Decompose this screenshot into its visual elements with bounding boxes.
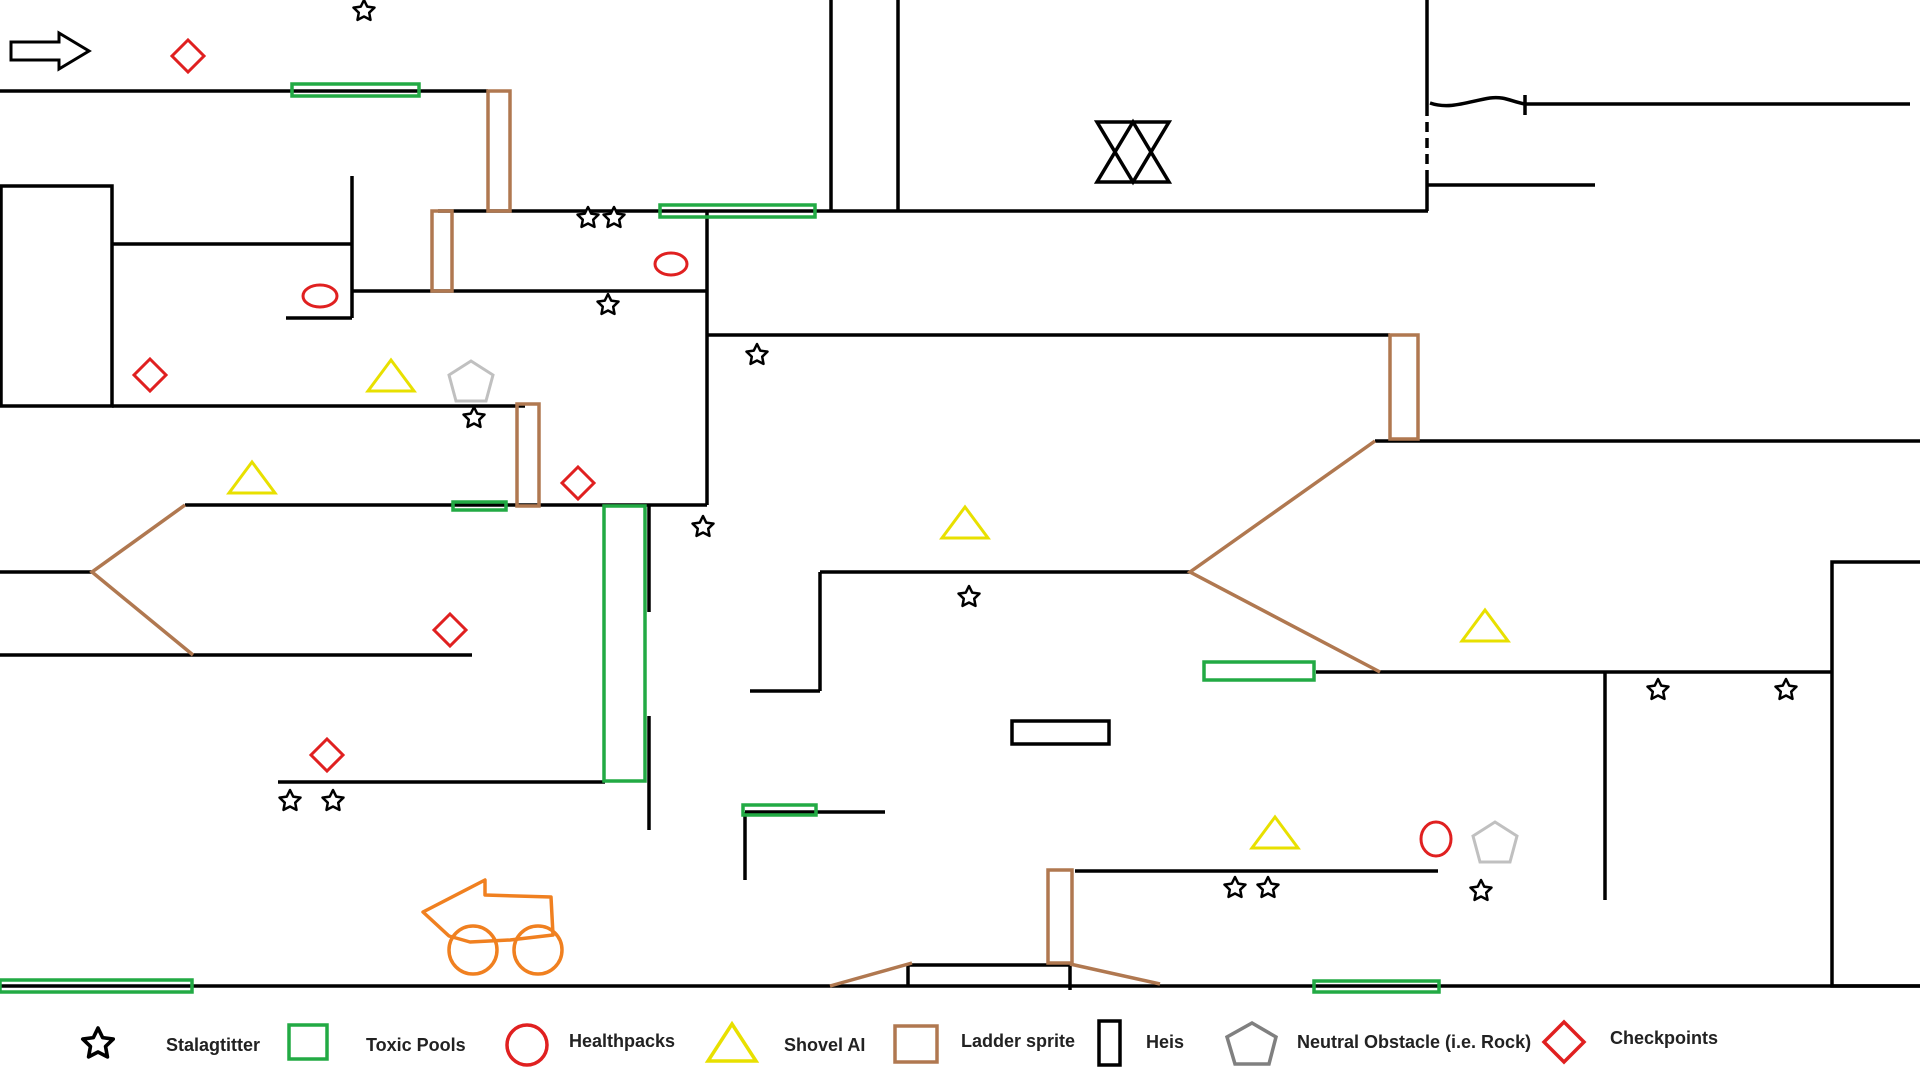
stalactite-icon — [1646, 677, 1670, 701]
ladder-sprite — [515, 402, 541, 508]
rock-icon — [447, 359, 495, 403]
stalactite-icon — [278, 788, 302, 812]
legend-heis-label: Heis — [1146, 1032, 1184, 1052]
legend-healthpacks-label: Healthpacks — [569, 1031, 675, 1051]
heis-elevator — [1010, 719, 1111, 746]
legend-healthpack-icon — [505, 1023, 549, 1067]
neutral-obstacles — [447, 359, 1519, 864]
checkpoint-icon — [170, 38, 206, 74]
stalactite-icon — [352, 0, 376, 22]
ladder-sprite — [430, 209, 454, 293]
healthpack-icon — [653, 251, 689, 277]
checkpoint-icon — [309, 737, 345, 773]
arrow-right-icon — [9, 30, 92, 72]
stalactite-icon — [596, 292, 620, 316]
ladder-sprite — [1046, 868, 1074, 965]
legend-ladder-icon — [893, 1024, 939, 1064]
ladder-sprite — [486, 89, 512, 213]
healthpack-icon — [301, 283, 339, 309]
toxic-pool — [741, 803, 818, 817]
checkpoint-icon — [560, 465, 596, 501]
toxic-pools — [0, 82, 1441, 994]
stalactite-icon — [957, 584, 981, 608]
checkpoint-icon — [132, 357, 168, 393]
stalactite-icon — [745, 342, 769, 366]
shovel-ai-icon — [1250, 815, 1300, 850]
legend-neutral-obstacle-label: Neutral Obstacle (i.e. Rock) — [1297, 1032, 1531, 1052]
toxic-pool — [0, 978, 194, 994]
vehicle-icon — [421, 878, 564, 976]
stalactites — [278, 0, 1798, 902]
stalactite-icon — [1223, 875, 1247, 899]
walls — [0, 0, 1920, 990]
shovel-ai-icon — [940, 505, 990, 540]
legend-shovel-ai-icon — [704, 1020, 760, 1063]
legend-shovel-ai-label: Shovel AI — [784, 1035, 865, 1055]
toxic-pool — [451, 500, 508, 512]
ramps — [89, 439, 1381, 988]
ladder-sprite — [1388, 333, 1420, 441]
legend-ladder-sprite-label: Ladder sprite — [961, 1031, 1075, 1051]
stalactite-icon — [1774, 677, 1798, 701]
toxic-pool — [658, 203, 817, 219]
shovel-ai-icon — [227, 460, 277, 495]
checkpoint-icon — [432, 612, 468, 648]
toxic-pool — [602, 504, 647, 783]
legend-heis-icon — [1097, 1019, 1122, 1067]
legend: Stalagtitter Toxic Pools Healthpacks Sho… — [80, 1019, 1718, 1067]
legend-stalactites-label: Stalagtitter — [166, 1035, 260, 1055]
ladders — [430, 89, 1420, 965]
healthpack-icon — [1419, 820, 1453, 858]
legend-rock-icon — [1224, 1020, 1279, 1066]
legend-toxic-pools-label: Toxic Pools — [366, 1035, 466, 1055]
stalactite-icon — [1469, 878, 1493, 902]
toxic-pool — [1202, 660, 1316, 682]
stalactite-icon — [1256, 875, 1280, 899]
stalactite-icon — [691, 514, 715, 538]
shovel-ai-enemies — [227, 358, 1510, 850]
six-point-star-icon — [1093, 118, 1173, 186]
toxic-pool — [290, 82, 421, 98]
stalactite-icon — [321, 788, 345, 812]
healthpacks — [301, 251, 1453, 858]
legend-stalactite-icon — [80, 1026, 116, 1059]
rock-icon — [1471, 820, 1519, 864]
legend-checkpoints-label: Checkpoints — [1610, 1028, 1718, 1048]
legend-checkpoint-icon — [1541, 1019, 1587, 1065]
shovel-ai-icon — [366, 358, 416, 393]
stalactite-icon — [462, 405, 486, 429]
shovel-ai-icon — [1460, 608, 1510, 643]
toxic-pool — [1312, 979, 1441, 994]
legend-toxic-pool-icon — [287, 1023, 329, 1061]
